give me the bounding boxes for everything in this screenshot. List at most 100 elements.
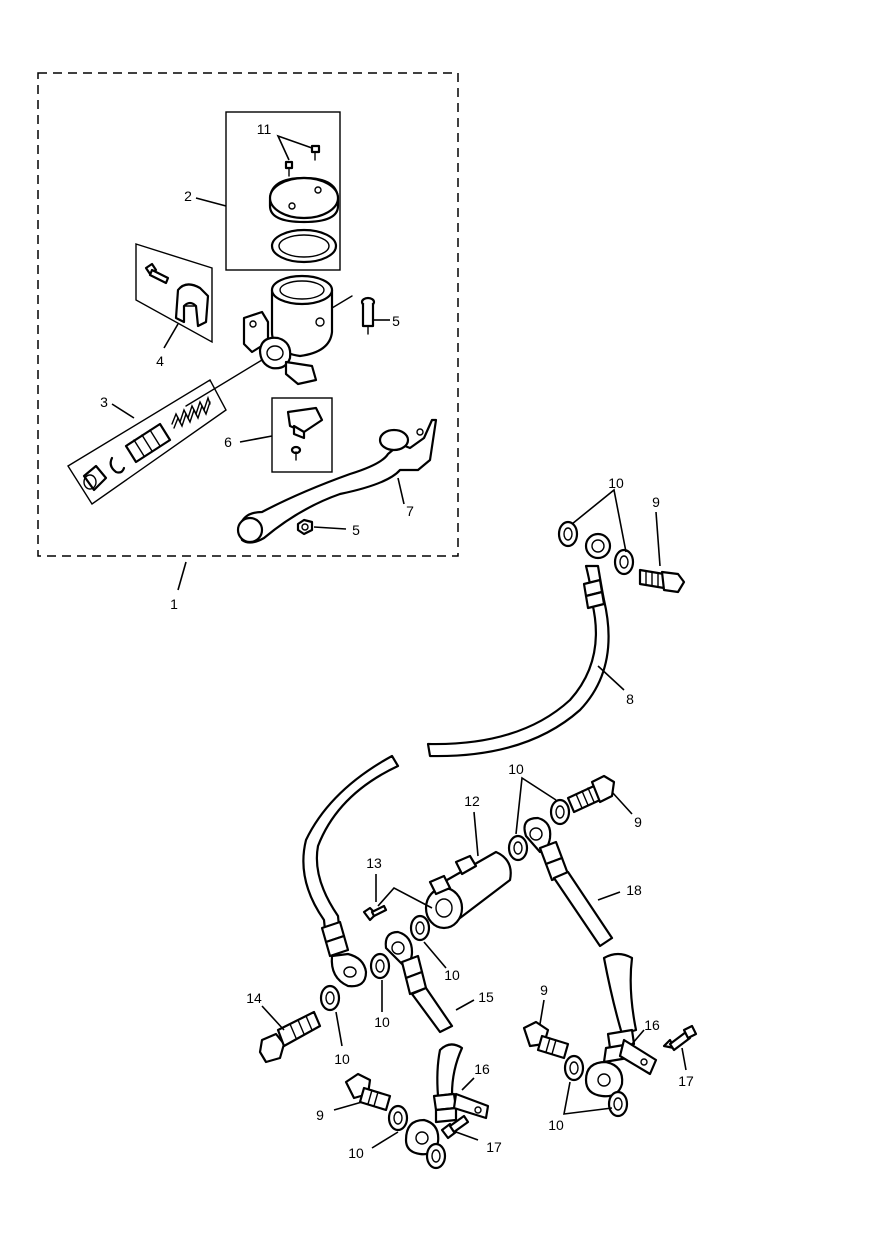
callout-11: 11 xyxy=(257,121,272,137)
cap-screw-11a xyxy=(284,160,294,177)
circlip xyxy=(109,456,126,474)
callout-10a: 10 xyxy=(608,475,624,491)
callout-10g: 10 xyxy=(548,1117,564,1133)
leader-4 xyxy=(163,323,179,349)
callout-16a: 16 xyxy=(474,1061,490,1077)
callout-8: 8 xyxy=(626,691,634,707)
callout-3: 3 xyxy=(100,394,108,410)
upper-washer-10a xyxy=(557,520,579,548)
leader-1 xyxy=(177,561,187,591)
leader-2 xyxy=(195,197,227,207)
callout-7: 7 xyxy=(406,503,414,519)
leader-10a xyxy=(571,488,627,553)
lever-pivot-bolt xyxy=(360,296,376,335)
piston-cap xyxy=(82,464,108,492)
banjo-bolt-9b xyxy=(566,774,616,814)
leader-18 xyxy=(597,891,621,901)
leader-9b xyxy=(611,791,633,815)
brake-hose-18 xyxy=(523,816,614,948)
leader-16b xyxy=(631,1029,645,1045)
reservoir-cap xyxy=(268,176,340,224)
handlebar-clamp-kit-box xyxy=(135,243,213,344)
callout-9b: 9 xyxy=(634,814,642,830)
junction-washer-10f xyxy=(507,834,529,862)
junction-washer-10d xyxy=(409,914,431,942)
callout-6: 6 xyxy=(224,434,232,450)
callout-1: 1 xyxy=(170,596,178,612)
brake-hose-15 xyxy=(384,930,454,1034)
leader-8 xyxy=(597,665,625,691)
callout-12: 12 xyxy=(464,793,480,809)
leader-12 xyxy=(473,811,479,857)
left-washer-10i xyxy=(425,1142,447,1170)
callout-2: 2 xyxy=(184,188,192,204)
right-washer-10j xyxy=(563,1054,585,1082)
piston-kit-box xyxy=(67,379,227,505)
junction-bolt-13 xyxy=(362,904,388,922)
leader-17a xyxy=(455,1131,479,1141)
banjo-bolt-9d xyxy=(522,1020,570,1060)
leader-3 xyxy=(111,403,135,419)
cap-screw-11b xyxy=(310,144,321,161)
callout-17a: 17 xyxy=(486,1139,502,1155)
leader-10c xyxy=(335,1011,343,1047)
master-cylinder-body xyxy=(185,274,353,407)
leader-10j xyxy=(563,1081,613,1115)
brake-lever xyxy=(236,418,438,544)
callout-13: 13 xyxy=(366,855,382,871)
left-caliper-hose xyxy=(404,1043,490,1156)
right-caliper-hose xyxy=(584,952,658,1098)
upper-washer-10b xyxy=(613,548,635,576)
upper-banjo-bolt xyxy=(638,568,686,594)
callout-18: 18 xyxy=(626,882,642,898)
callout-10b: 10 xyxy=(508,761,524,777)
leader-9d xyxy=(539,999,545,1025)
piston-boot xyxy=(124,422,172,464)
hose-junction-block xyxy=(424,850,512,930)
right-washer-10k xyxy=(607,1090,629,1118)
brake-switch-kit-box xyxy=(271,397,333,473)
bracket-bolt-17a xyxy=(440,1114,470,1140)
leader-15 xyxy=(455,999,475,1011)
callout-5b: 5 xyxy=(352,522,360,538)
leader-16a xyxy=(461,1077,475,1091)
callout-14: 14 xyxy=(246,990,262,1006)
master-cylinder-assembly-boundary xyxy=(37,72,459,557)
lever-pivot-nut xyxy=(296,518,314,536)
leader-14 xyxy=(261,1005,285,1031)
callout-10d: 10 xyxy=(374,1014,390,1030)
leader-13 xyxy=(377,887,433,909)
switch-screw xyxy=(290,445,302,461)
leader-6 xyxy=(239,435,273,443)
leader-5b xyxy=(313,526,347,530)
banjo-bolt-14 xyxy=(258,1010,322,1064)
left-washer-10h xyxy=(387,1104,409,1132)
handlebar-clamp xyxy=(174,283,210,328)
callout-15: 15 xyxy=(478,989,494,1005)
clamp-bolt xyxy=(144,262,170,285)
leader-10f xyxy=(515,776,557,835)
leader-10d xyxy=(423,941,447,969)
brake-light-switch xyxy=(286,406,324,440)
callout-9c: 9 xyxy=(316,1107,324,1123)
leader-9a xyxy=(655,511,661,567)
upper-brake-hose xyxy=(426,532,612,758)
left-washer-10c xyxy=(319,984,341,1012)
leader-17b xyxy=(681,1047,687,1071)
callout-9a: 9 xyxy=(652,494,660,510)
junction-washer-10g xyxy=(549,798,571,826)
callout-16b: 16 xyxy=(644,1017,660,1033)
leader-9c xyxy=(333,1101,363,1111)
cap-diaphragm-seal xyxy=(270,228,338,264)
callout-10f: 10 xyxy=(348,1145,364,1161)
leader-7 xyxy=(397,477,405,505)
junction-washer-10e xyxy=(369,952,391,980)
leader-10h xyxy=(371,1131,399,1149)
bracket-bolt-17b xyxy=(662,1024,698,1052)
banjo-bolt-9c xyxy=(344,1072,392,1112)
piston-spring xyxy=(171,395,211,429)
callout-9d: 9 xyxy=(540,982,548,998)
reservoir-cap-kit-box xyxy=(225,111,341,271)
callout-10c: 10 xyxy=(444,967,460,983)
